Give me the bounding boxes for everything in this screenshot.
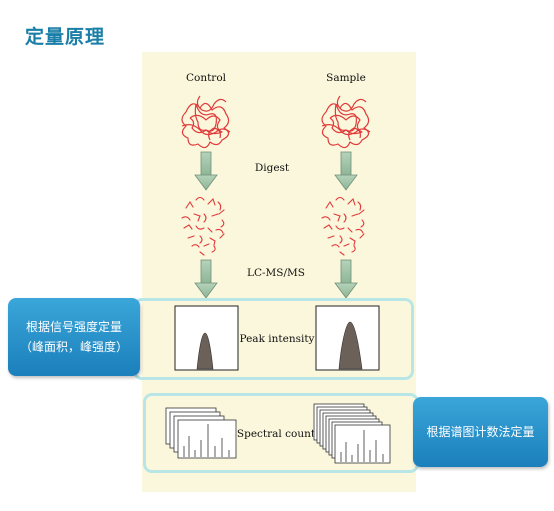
sample-arrow-2 xyxy=(334,259,358,299)
digest-label: Digest xyxy=(255,162,290,174)
control-peak-box xyxy=(174,305,239,371)
spectral-count-highlight xyxy=(143,393,419,473)
sample-protein-icon xyxy=(321,95,371,149)
peak-intensity-label: Peak intensity xyxy=(240,333,315,345)
control-arrow-2 xyxy=(194,259,218,299)
sample-peak-box xyxy=(315,305,380,371)
sample-peptides-icon xyxy=(321,196,365,256)
control-label: Control xyxy=(186,72,227,84)
spectral-count-callout: 根据谱图计数法定量 xyxy=(413,397,548,467)
control-peptides-icon xyxy=(181,196,225,256)
sample-arrow-1 xyxy=(334,151,358,191)
peak-intensity-highlight xyxy=(133,298,414,380)
signal-intensity-callout: 根据信号强度定量 （峰面积，峰强度） xyxy=(8,298,140,376)
page-title: 定量原理 xyxy=(25,26,106,48)
lcms-label: LC-MS/MS xyxy=(247,267,305,279)
control-spectra-stack xyxy=(165,407,237,459)
control-arrow-1 xyxy=(194,151,218,191)
callout-left-line1: 根据信号强度定量 xyxy=(25,320,122,334)
sample-spectra-stack xyxy=(313,403,391,464)
sample-label: Sample xyxy=(326,72,366,84)
control-protein-icon xyxy=(181,95,231,149)
callout-right-text: 根据谱图计数法定量 xyxy=(426,425,535,439)
callout-left-line2: （峰面积，峰强度） xyxy=(19,340,128,354)
spectral-count-label: Spectral count xyxy=(237,428,316,440)
